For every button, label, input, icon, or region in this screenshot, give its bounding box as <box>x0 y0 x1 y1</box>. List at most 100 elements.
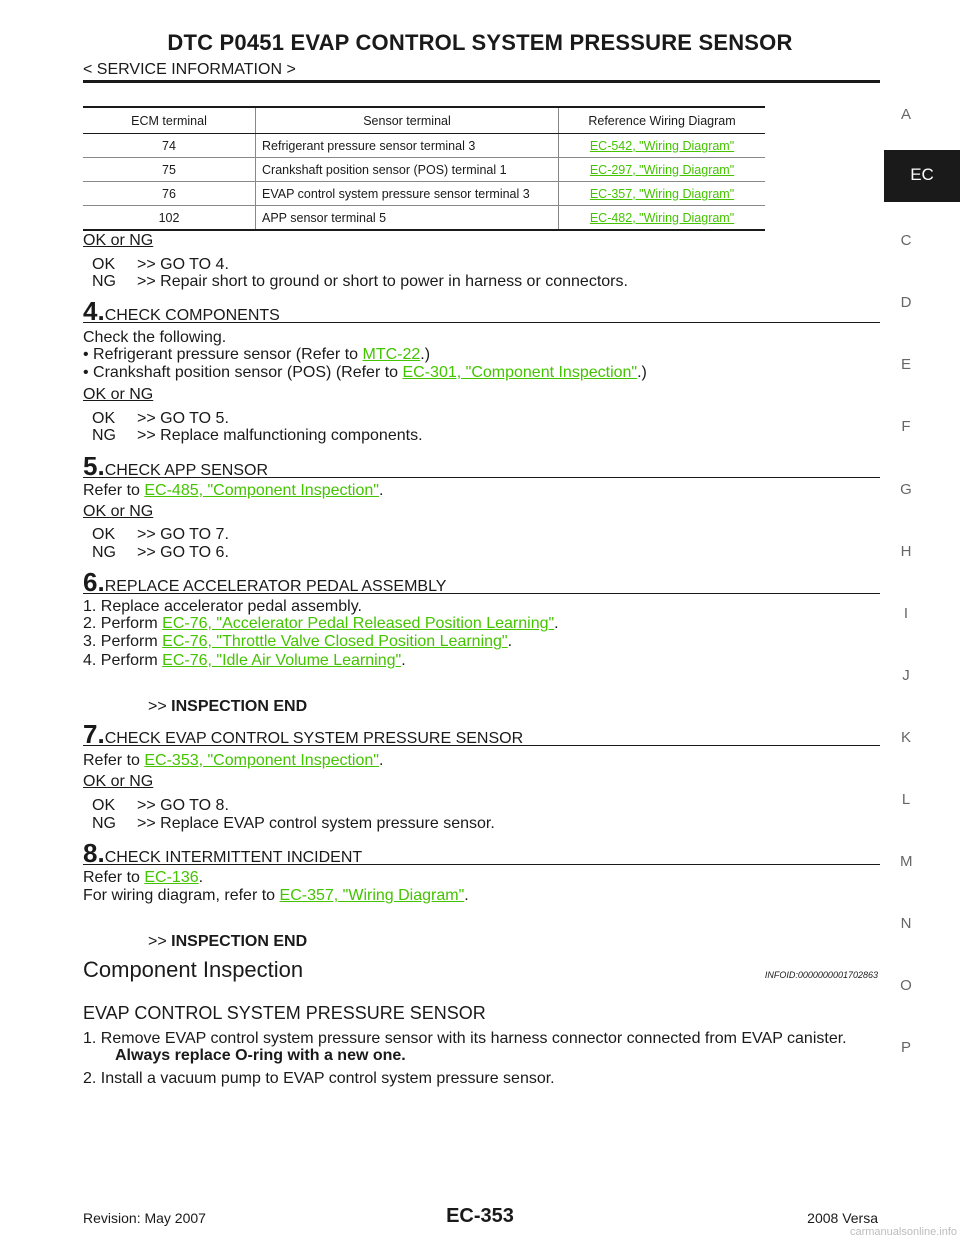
ok-result: OK >> GO TO 4. <box>92 256 229 274</box>
ok-ng-label: OK or NG <box>83 386 154 403</box>
end-text: INSPECTION END <box>171 698 308 715</box>
wiring-diagram-link[interactable]: EC-297, "Wiring Diagram" <box>589 162 735 177</box>
ok-text: >> GO TO 4. <box>137 256 229 273</box>
header-rule <box>83 80 880 83</box>
sidebar-letter[interactable]: H <box>900 543 912 560</box>
step-4-bullet-2: • Crankshaft position sensor (POS) (Refe… <box>83 364 647 382</box>
column-header: Reference Wiring Diagram <box>558 106 765 134</box>
step-7-heading: 7.CHECK EVAP CONTROL SYSTEM PRESSURE SEN… <box>83 719 880 749</box>
sidebar-letter[interactable]: D <box>900 294 912 311</box>
sidebar-letter[interactable]: K <box>900 729 911 746</box>
table-header-row: ECM terminal Sensor terminal Reference W… <box>83 106 765 134</box>
sidebar-letter[interactable]: P <box>900 1039 911 1056</box>
ok-result: OK >> GO TO 7. <box>92 526 229 544</box>
info-id: INFOID:0000000001702863 <box>764 970 878 980</box>
sidebar-letter[interactable]: G <box>900 481 912 498</box>
body-text: Refer to <box>83 482 145 499</box>
step-7-text: Refer to EC-353, "Component Inspection". <box>83 752 383 770</box>
ng-code: NG <box>92 815 116 832</box>
sidebar-letter[interactable]: C <box>900 232 912 249</box>
wiring-diagram-link[interactable]: EC-482, "Wiring Diagram" <box>589 210 735 225</box>
sidebar-letter[interactable]: J <box>902 667 910 684</box>
ec-76-throttle-valve-link[interactable]: EC-76, "Throttle Valve Closed Position L… <box>162 633 508 650</box>
step-6-item-2: 2. Perform EC-76, "Accelerator Pedal Rel… <box>83 615 559 633</box>
ec-136-link[interactable]: EC-136 <box>144 869 199 886</box>
ok-ng-label: OK or NG <box>83 503 154 520</box>
end-text: INSPECTION END <box>171 933 308 950</box>
ng-code: NG <box>92 273 116 290</box>
ng-text: >> GO TO 6. <box>137 544 229 561</box>
sensor-terminal-cell: APP sensor terminal 5 <box>255 205 559 231</box>
ng-text: >> Replace EVAP control system pressure … <box>137 815 495 832</box>
sidebar-letter[interactable]: N <box>900 915 912 932</box>
body-text: . <box>464 887 469 904</box>
reference-cell: EC-297, "Wiring Diagram" <box>558 157 765 182</box>
procedure-item-2: 2. Install a vacuum pump to EVAP control… <box>83 1070 555 1087</box>
mtc-22-link[interactable]: MTC-22 <box>362 346 421 363</box>
sidebar-tab-label: EC <box>910 165 934 184</box>
step-6-item-1: 1. Replace accelerator pedal assembly. <box>83 598 362 615</box>
ok-code: OK <box>92 256 116 273</box>
body-text: 4. Perform <box>83 652 163 669</box>
procedure-item-1: 1. Remove EVAP control system pressure s… <box>83 1030 847 1047</box>
step-number: 8. <box>83 838 105 868</box>
sidebar-letter[interactable]: E <box>900 356 911 373</box>
bullet-text: .) <box>420 346 431 363</box>
ec-353-link[interactable]: EC-353, "Component Inspection" <box>144 752 379 769</box>
ng-result: NG>> GO TO 6. <box>92 544 229 562</box>
ok-result: OK>> GO TO 8. <box>92 797 229 815</box>
footer-model: 2008 Versa <box>807 1210 878 1226</box>
body-text: For wiring diagram, refer to <box>83 887 280 904</box>
step-6-heading: 6.REPLACE ACCELERATOR PEDAL ASSEMBLY <box>83 567 880 597</box>
table-row: 102 APP sensor terminal 5 EC-482, "Wirin… <box>83 205 765 231</box>
ok-result: OK>> GO TO 5. <box>92 410 229 428</box>
procedure-item-1-note: Always replace O-ring with a new one. <box>115 1047 406 1064</box>
step-5-text: Refer to EC-485, "Component Inspection". <box>83 482 383 500</box>
ec-485-link[interactable]: EC-485, "Component Inspection" <box>144 482 379 499</box>
wiring-diagram-link[interactable]: EC-357, "Wiring Diagram" <box>589 186 735 201</box>
sidebar-letter[interactable]: I <box>903 605 909 622</box>
step-number: 4. <box>83 296 105 326</box>
body-text: Refer to <box>83 752 145 769</box>
body-text: . <box>378 482 384 499</box>
ec-76-idle-air-link[interactable]: EC-76, "Idle Air Volume Learning" <box>162 652 402 669</box>
step-6-item-3: 3. Perform EC-76, "Throttle Valve Closed… <box>83 633 512 651</box>
step-4-bullet-1: • Refrigerant pressure sensor (Refer to … <box>83 346 430 364</box>
bullet-text: • Refrigerant pressure sensor (Refer to <box>83 346 363 363</box>
section-subtitle: < SERVICE INFORMATION > <box>83 61 296 78</box>
body-text: . <box>554 615 559 632</box>
watermark: carmanualsonline.info <box>849 1226 957 1238</box>
section-heading: EVAP CONTROL SYSTEM PRESSURE SENSOR <box>83 1003 486 1023</box>
sidebar-letter[interactable]: M <box>900 853 913 870</box>
bullet-text: • Crankshaft position sensor (POS) (Refe… <box>83 364 403 381</box>
ng-text: >> Replace malfunctioning components. <box>137 427 423 444</box>
ng-text: >> Repair short to ground or short to po… <box>137 273 628 290</box>
table-row: 75 Crankshaft position sensor (POS) term… <box>83 157 765 182</box>
step-label: REPLACE ACCELERATOR PEDAL ASSEMBLY <box>104 578 447 595</box>
ecm-terminal-cell: 76 <box>83 181 256 206</box>
ec-301-link[interactable]: EC-301, "Component Inspection" <box>402 364 638 381</box>
sidebar-letter[interactable]: L <box>901 791 911 808</box>
wiring-diagram-link[interactable]: EC-542, "Wiring Diagram" <box>589 138 735 153</box>
sidebar-letter[interactable]: F <box>901 418 911 435</box>
sensor-terminal-cell: EVAP control system pressure sensor term… <box>255 181 559 206</box>
ok-text: >> GO TO 7. <box>137 526 229 543</box>
step-8-line-2: For wiring diagram, refer to EC-357, "Wi… <box>83 887 469 905</box>
sensor-terminal-cell: Refrigerant pressure sensor terminal 3 <box>255 133 559 158</box>
column-header: Sensor terminal <box>255 106 559 134</box>
footer-revision: Revision: May 2007 <box>83 1210 206 1226</box>
footer-page-number: EC-353 <box>446 1205 514 1227</box>
ec-76-released-position-link[interactable]: EC-76, "Accelerator Pedal Released Posit… <box>162 615 555 632</box>
body-text: 3. Perform <box>83 633 163 650</box>
step-label: CHECK INTERMITTENT INCIDENT <box>104 849 363 866</box>
ok-code: OK <box>92 526 116 543</box>
sidebar-tab-active[interactable]: EC <box>884 150 960 202</box>
sidebar-letter[interactable]: A <box>900 106 911 123</box>
body-text: 2. Perform <box>83 615 163 632</box>
sidebar-letter[interactable]: O <box>900 977 912 994</box>
step-4-heading: 4.CHECK COMPONENTS <box>83 296 880 326</box>
step-label: CHECK APP SENSOR <box>104 462 268 479</box>
reference-cell: EC-482, "Wiring Diagram" <box>558 205 765 231</box>
sensor-terminal-cell: Crankshaft position sensor (POS) termina… <box>255 157 559 182</box>
ec-357-link[interactable]: EC-357, "Wiring Diagram" <box>279 887 465 904</box>
